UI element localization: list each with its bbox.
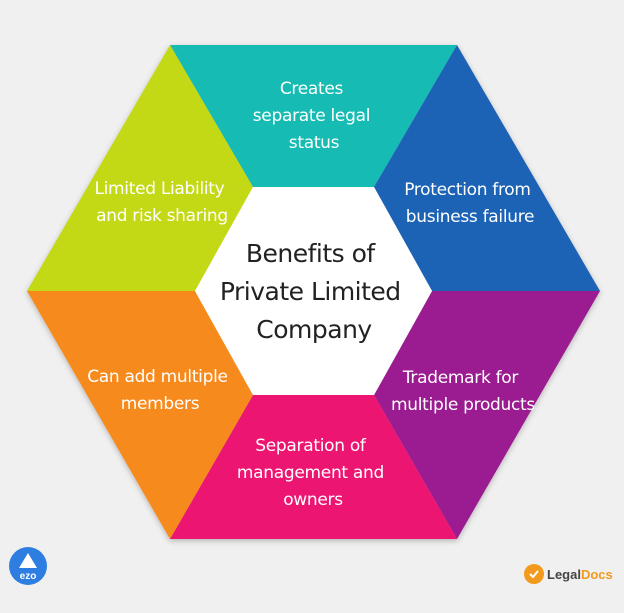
- segment-top: [170, 45, 457, 187]
- segment-upper-right: [374, 45, 600, 291]
- svg-text:ezo: ezo: [20, 571, 37, 582]
- ezo-logo-icon: ezo: [9, 547, 47, 585]
- segment-lower-right-label: Trademark for multiple products: [391, 368, 535, 415]
- segment-upper-left: [27, 45, 253, 291]
- legaldocs-logo: LegalDocs: [524, 562, 613, 586]
- center-hexagon: [195, 187, 432, 395]
- segment-lower-right: [374, 291, 600, 539]
- center-title: Benefits of Private Limited Company: [220, 239, 408, 344]
- legaldocs-logo-text: LegalDocs: [547, 566, 613, 582]
- legaldocs-logo-icon: [524, 564, 544, 584]
- segment-bottom: [170, 395, 457, 539]
- segment-bottom-label: Separation of management and owners: [237, 436, 389, 510]
- segment-upper-right-label: Protection from business failure: [404, 180, 536, 227]
- segment-lower-left-label: Can add multiple members: [87, 367, 233, 414]
- segment-top-label: Creates separate legal status: [253, 79, 375, 153]
- segment-lower-left: [27, 291, 253, 539]
- segment-upper-left-label: Limited Liability and risk sharing: [94, 179, 229, 226]
